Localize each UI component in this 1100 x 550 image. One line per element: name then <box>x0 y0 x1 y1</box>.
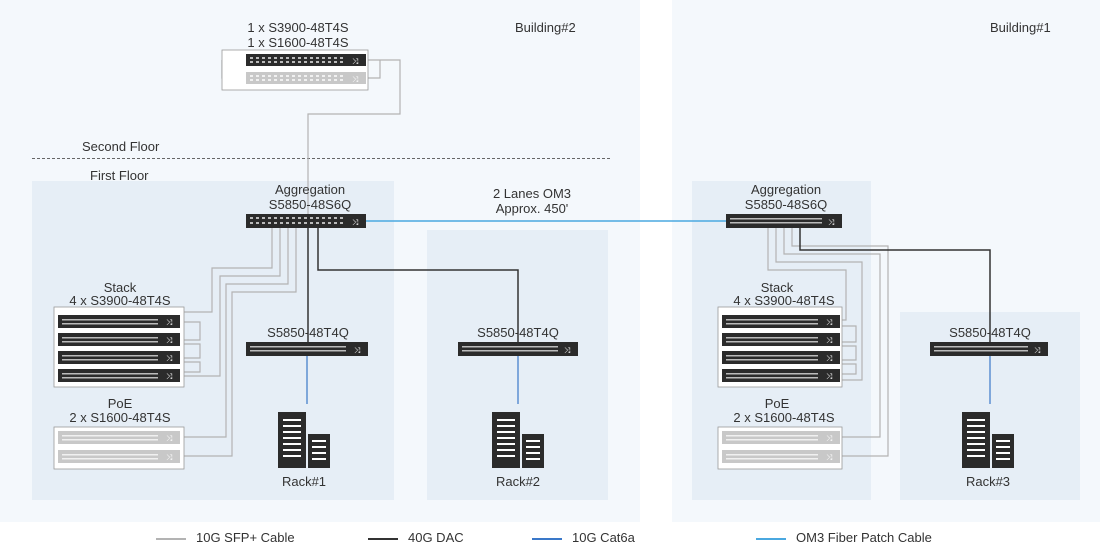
svg-text:⤨: ⤨ <box>826 336 833 345</box>
legend-om3-label: OM3 Fiber Patch Cable <box>796 530 932 545</box>
b1-aggregation-switch: ⤨ <box>726 214 842 228</box>
second-floor-label: Second Floor <box>82 139 160 154</box>
first-floor-label: First Floor <box>90 168 149 183</box>
b2-aggregation-switch: ⤨ <box>246 214 366 228</box>
rack-1-label: Rack#1 <box>281 474 327 489</box>
b2-stack-switches <box>58 315 180 382</box>
top-switch-label-2: 1 x S1600-48T4S <box>247 35 349 50</box>
svg-text:⤨: ⤨ <box>826 354 833 363</box>
svg-text:⤨: ⤨ <box>166 354 173 363</box>
b1-poe-model: 2 x S1600-48T4S <box>733 410 835 425</box>
svg-text:⤨: ⤨ <box>826 372 833 381</box>
b1-dac-access <box>799 228 991 342</box>
svg-text:⤨: ⤨ <box>166 318 173 327</box>
b2-stack-title: Stack <box>103 280 137 295</box>
b1-stack-link-2 <box>840 345 857 361</box>
svg-text:⤨: ⤨ <box>828 218 835 227</box>
b1-access-label: S5850-48T4Q <box>949 325 1031 340</box>
svg-text:⤨: ⤨ <box>166 434 173 443</box>
svg-text:⤨: ⤨ <box>826 453 833 462</box>
svg-text:⤨: ⤨ <box>1034 346 1041 355</box>
b1-aggregation-title: Aggregation <box>750 182 822 197</box>
rack-3-label: Rack#3 <box>965 474 1011 489</box>
s1600-top-switch: ⤨ <box>246 72 366 84</box>
sfp-agg-poe-2 <box>184 228 297 457</box>
b1-stack-link-3 <box>840 363 857 375</box>
sfp-agg-poe-1 <box>184 228 289 438</box>
server-rack-icon-1-stripes <box>283 419 326 460</box>
b2-access-1-label: S5850-48T4Q <box>267 325 349 340</box>
svg-text:⤨: ⤨ <box>166 453 173 462</box>
b2-aggregation-model: S5850-48S6Q <box>268 197 352 212</box>
svg-text:⤨: ⤨ <box>826 318 833 327</box>
svg-text:⤨: ⤨ <box>166 336 173 345</box>
building-2-label: Building#2 <box>515 20 576 35</box>
svg-text:⤨: ⤨ <box>166 372 173 381</box>
floor-divider <box>32 158 610 159</box>
b2-poe-model: 2 x S1600-48T4S <box>69 410 171 425</box>
svg-text:⤨: ⤨ <box>354 346 361 355</box>
sfp-top-to-agg <box>307 59 401 215</box>
b1-sfp-2 <box>775 228 863 381</box>
dac-agg-access2 <box>317 228 519 342</box>
rack-2-label: Rack#2 <box>495 474 541 489</box>
b1-stack-link-1 <box>840 325 857 343</box>
b1-poe-title: PoE <box>764 396 790 411</box>
server-rack-icon-3-stripes <box>967 419 1010 460</box>
b2-poe-title: PoE <box>107 396 133 411</box>
svg-text:⤨: ⤨ <box>564 346 571 355</box>
b1-stack-switches <box>722 315 840 382</box>
b1-stack-model: 4 x S3900-48T4S <box>733 293 835 308</box>
b2-stack-model: 4 x S3900-48T4S <box>69 293 171 308</box>
stack-link-2 <box>184 343 201 359</box>
sfp-agg-stack-2 <box>184 228 281 377</box>
b1-stack-title: Stack <box>760 280 794 295</box>
svg-text:⤨: ⤨ <box>352 57 359 66</box>
b2-access-switch-1: ⤨ <box>246 342 368 356</box>
server-rack-icon-2-stripes <box>497 419 540 460</box>
svg-text:⤨: ⤨ <box>352 75 359 84</box>
legend-cat6a-swatch <box>532 538 562 540</box>
b2-access-switch-2: ⤨ <box>458 342 578 356</box>
s3900-top-switch: ⤨ <box>246 54 366 66</box>
legend-om3-swatch <box>756 538 786 540</box>
stack-link-3 <box>184 361 201 373</box>
om3-link-label-1: 2 Lanes OM3 <box>492 186 572 201</box>
b2-access-2-label: S5850-48T4Q <box>477 325 559 340</box>
b1-sfp-3 <box>783 228 881 438</box>
svg-text:⤨: ⤨ <box>352 218 359 227</box>
b2-stack-ports <box>62 319 158 379</box>
sfp-top-lower <box>368 60 381 79</box>
sfp-agg-stack-1 <box>184 228 273 313</box>
building-1-label: Building#1 <box>990 20 1051 35</box>
svg-text:⤨: ⤨ <box>826 434 833 443</box>
legend-dac-swatch <box>368 538 398 540</box>
om3-link-label-2: Approx. 450' <box>495 201 569 216</box>
b1-aggregation-model: S5850-48S6Q <box>744 197 828 212</box>
top-switch-label-1: 1 x S3900-48T4S <box>247 20 349 35</box>
b2-poe-switches <box>58 431 180 463</box>
b1-sfp-4 <box>791 228 889 457</box>
legend-cat6a-label: 10G Cat6a <box>572 530 635 545</box>
legend-sfp-swatch <box>156 538 186 540</box>
b1-poe-switches <box>722 431 840 463</box>
b1-access-switch: ⤨ <box>930 342 1048 356</box>
b1-sfp-1 <box>767 228 847 321</box>
b2-aggregation-title: Aggregation <box>274 182 346 197</box>
legend-dac-label: 40G DAC <box>408 530 464 545</box>
stack-link-1 <box>184 321 201 341</box>
legend-sfp-label: 10G SFP+ Cable <box>196 530 295 545</box>
